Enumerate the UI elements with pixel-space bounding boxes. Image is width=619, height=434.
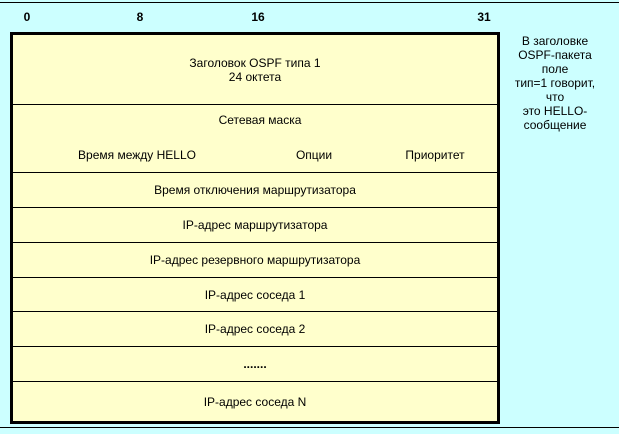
header-title: Заголовок OSPF типа 1 — [189, 55, 321, 70]
side-note: В заголовке OSPF-пакета поле тип=1 говор… — [500, 34, 610, 132]
router-ip-field: IP-адрес маршрутизатора — [182, 218, 328, 232]
row-neighbor-2: IP-адрес соседа 2 — [13, 311, 497, 346]
note-line: тип=1 говорит, — [514, 76, 596, 90]
row-backup-router-ip: IP-адрес резервного маршрутизатора — [13, 242, 497, 277]
backup-router-ip-field: IP-адрес резервного маршрутизатора — [149, 253, 361, 267]
row-router-ip: IP-адрес маршрутизатора — [13, 207, 497, 242]
note-line: сообщение — [523, 118, 587, 132]
netmask-field: Сетевая маска — [218, 113, 302, 127]
hello-interval-field: Время между HELLO — [78, 148, 196, 162]
bottom-border — [0, 427, 619, 428]
bit-label-31: 31 — [477, 10, 491, 24]
row-neighbor-1: IP-адрес соседа 1 — [13, 277, 497, 311]
neighbor-n-field: IP-адрес соседа N — [203, 394, 307, 409]
neighbor-1-field: IP-адрес соседа 1 — [204, 287, 306, 302]
neighbor-2-field: IP-адрес соседа 2 — [204, 322, 306, 336]
options-field: Опции — [295, 148, 333, 162]
bit-label-16: 16 — [251, 10, 265, 24]
top-border — [0, 2, 619, 3]
note-line: OSPF-пакета — [518, 48, 592, 62]
note-line: поле — [541, 62, 569, 76]
header-size: 24 октета — [228, 69, 282, 84]
ellipsis-field: ....... — [243, 357, 267, 371]
bit-label-0: 0 — [23, 10, 31, 24]
dead-interval-field: Время отключения маршрутизатора — [154, 183, 356, 197]
hello-packet-format: Заголовок OSPF типа 1 24 октета Сетевая … — [10, 32, 500, 424]
note-line: В заголовке — [521, 34, 589, 48]
row-ospf-header: Заголовок OSPF типа 1 24 октета — [13, 35, 497, 104]
note-line: что — [545, 90, 565, 104]
note-line: это HELLO- — [522, 104, 588, 118]
row-netmask-hello: Сетевая маска Время между HELLO Опции Пр… — [13, 104, 497, 172]
row-ellipsis: ....... — [13, 346, 497, 381]
row-neighbor-n: IP-адрес соседа N — [13, 381, 497, 421]
bit-label-8: 8 — [136, 10, 144, 24]
row-dead-interval: Время отключения маршрутизатора — [13, 172, 497, 207]
priority-field: Приоритет — [405, 148, 465, 162]
